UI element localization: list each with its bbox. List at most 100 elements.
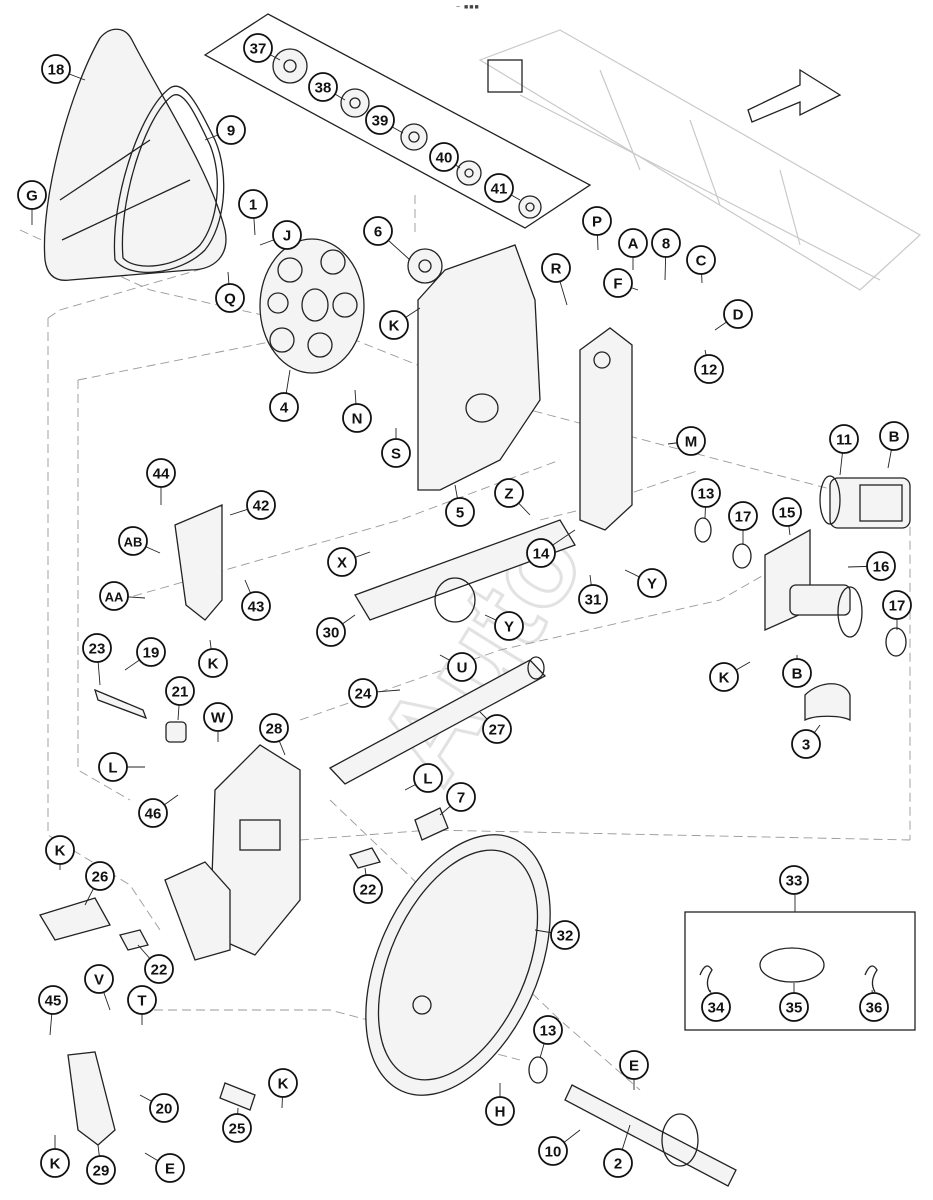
callout-circle xyxy=(709,662,739,692)
callout-k: K xyxy=(268,1068,298,1098)
callout-aa: AA xyxy=(99,581,129,611)
plate-7-drawing xyxy=(414,807,449,841)
callout-label: Y xyxy=(504,619,514,636)
callout-30: 30 xyxy=(316,617,346,647)
callout-label: B xyxy=(889,429,900,446)
callout-circle xyxy=(791,729,821,759)
callout-label: K xyxy=(389,318,400,335)
callout-circle xyxy=(413,763,443,793)
callout-41: 41 xyxy=(484,173,514,203)
callout-label: E xyxy=(165,1161,175,1178)
callout-q: Q xyxy=(215,283,245,313)
callout-label: Y xyxy=(647,576,657,593)
callout-circle xyxy=(494,478,524,508)
hardware-kit-frame xyxy=(684,895,916,1031)
callout-21: 21 xyxy=(165,676,195,706)
callout-label: AB xyxy=(124,535,143,550)
callout-circle xyxy=(259,713,289,743)
callout-label: C xyxy=(696,253,707,270)
plate-26-drawing xyxy=(39,897,111,941)
callout-circle xyxy=(144,954,174,984)
callout-42: 42 xyxy=(246,490,276,520)
callout-label: 27 xyxy=(489,722,506,739)
callout-circle xyxy=(381,438,411,468)
callout-circle xyxy=(694,354,724,384)
callout-circle xyxy=(882,590,912,620)
sprocket-40-drawing xyxy=(456,160,482,186)
seal-17-drawing xyxy=(732,543,907,657)
callout-circle xyxy=(246,490,276,520)
callout-circle xyxy=(429,142,459,172)
callout-circle xyxy=(98,752,128,782)
shaft-2-drawing xyxy=(564,1084,737,1187)
callout-label: P xyxy=(592,214,602,231)
sprocket-6-drawing xyxy=(407,248,443,284)
callout-e: E xyxy=(155,1153,185,1183)
callout-circle xyxy=(99,581,129,611)
callout-43: 43 xyxy=(241,591,271,621)
callout-circle xyxy=(138,798,168,828)
callout-circle xyxy=(866,551,896,581)
callout-label: 13 xyxy=(698,486,715,503)
callout-circle xyxy=(829,424,859,454)
callout-label: 37 xyxy=(250,41,267,58)
callout-circle xyxy=(243,33,273,63)
callout-13: 13 xyxy=(533,1015,563,1045)
sprocket-37-drawing xyxy=(272,48,308,84)
callout-46: 46 xyxy=(138,798,168,828)
callout-label: 8 xyxy=(662,236,670,253)
callout-c: C xyxy=(686,245,716,275)
callout-circle xyxy=(637,568,667,598)
callout-label: AA xyxy=(105,590,124,605)
callout-circle xyxy=(222,1113,252,1143)
callout-label: W xyxy=(211,710,226,727)
callout-circle xyxy=(149,1093,179,1123)
callout-circle xyxy=(215,283,245,313)
callout-label: N xyxy=(352,411,363,428)
callout-label: 36 xyxy=(866,1000,883,1017)
callout-m: M xyxy=(676,426,706,456)
callout-label: D xyxy=(733,307,744,324)
callout-label: R xyxy=(551,261,562,278)
callout-circle xyxy=(40,1148,70,1178)
sprocket-41-drawing xyxy=(518,195,542,219)
callout-label: 44 xyxy=(153,466,170,483)
callout-circle xyxy=(353,874,383,904)
callout-a: A xyxy=(618,228,648,258)
callout-circle xyxy=(17,180,47,210)
link-29-drawing xyxy=(67,1051,116,1146)
callout-label: K xyxy=(55,843,66,860)
callout-label: 15 xyxy=(779,505,796,522)
callout-3: 3 xyxy=(791,729,821,759)
callout-label: 25 xyxy=(229,1121,246,1138)
callout-label: 23 xyxy=(89,641,106,658)
callout-label: 41 xyxy=(491,181,508,198)
spring-21-drawing xyxy=(165,721,187,743)
callout-circle xyxy=(269,392,299,422)
callout-circle xyxy=(155,1153,185,1183)
callout-circle xyxy=(879,421,909,451)
callout-circle xyxy=(533,1015,563,1045)
callout-circle xyxy=(494,611,524,641)
callout-circle xyxy=(618,228,648,258)
callout-circle xyxy=(146,458,176,488)
callout-label: 28 xyxy=(266,721,283,738)
callout-circle xyxy=(859,992,889,1022)
callout-circle xyxy=(198,648,228,678)
callout-circle xyxy=(365,105,395,135)
callout-label: 11 xyxy=(836,432,852,449)
callout-label: A xyxy=(628,236,639,253)
callout-label: L xyxy=(108,760,117,777)
callout-40: 40 xyxy=(429,142,459,172)
callout-circle xyxy=(85,861,115,891)
sprocket-kit-frame xyxy=(203,13,592,229)
callout-label: B xyxy=(792,666,803,683)
callout-label: 9 xyxy=(227,123,235,140)
callout-label: K xyxy=(719,670,730,687)
callout-circle xyxy=(272,220,302,250)
callout-circle xyxy=(541,253,571,283)
callout-y: Y xyxy=(637,568,667,598)
callout-label: F xyxy=(613,276,622,293)
callout-label: 1 xyxy=(249,197,257,214)
